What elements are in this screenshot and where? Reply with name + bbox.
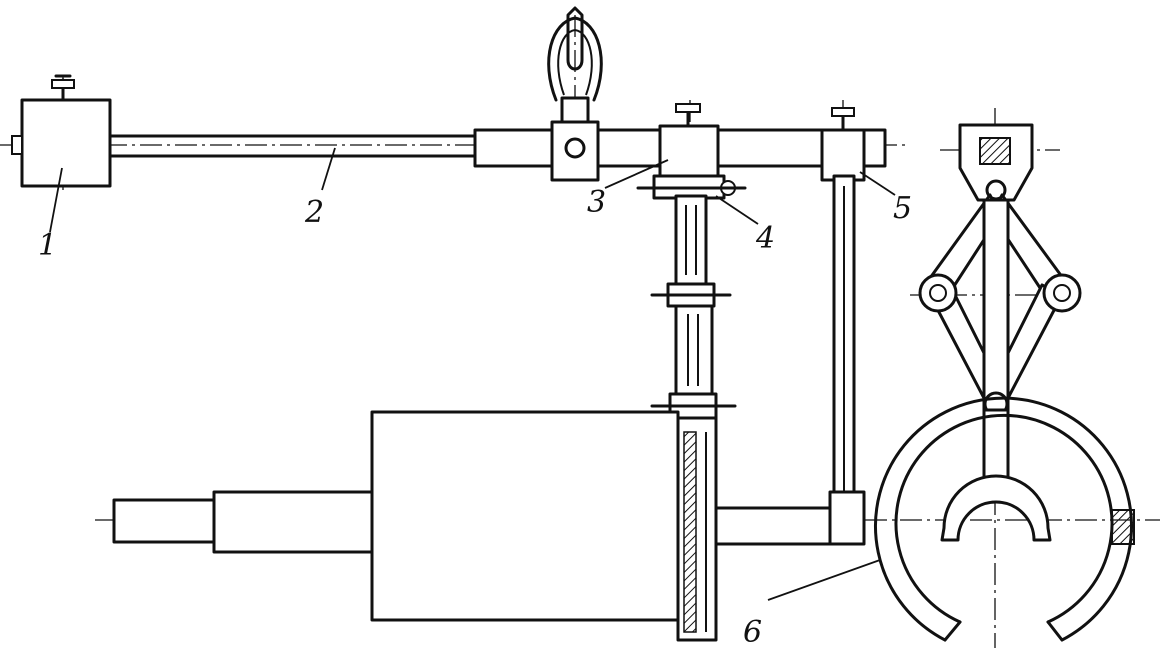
counterweight — [11, 74, 112, 188]
label-6: 6 — [743, 615, 762, 648]
label-2: 2 — [304, 195, 324, 230]
label-1: 1 — [38, 228, 57, 263]
label-4: 4 — [755, 221, 775, 256]
callout-labels: 1 2 3 4 5 6 — [38, 185, 912, 648]
leader-lines — [49, 147, 896, 601]
brake-ring — [874, 396, 1135, 642]
suspension-shackle — [547, 6, 603, 182]
brake-linkage — [918, 123, 1082, 502]
thruster-housing — [112, 410, 836, 642]
label-3: 3 — [587, 185, 606, 220]
vertical-tie-rod — [650, 194, 737, 422]
clamp-block — [658, 103, 720, 178]
label-5: 5 — [893, 191, 912, 226]
lever-rod — [108, 128, 887, 168]
fork-pin — [636, 174, 747, 200]
right-pull-rod — [820, 107, 866, 546]
